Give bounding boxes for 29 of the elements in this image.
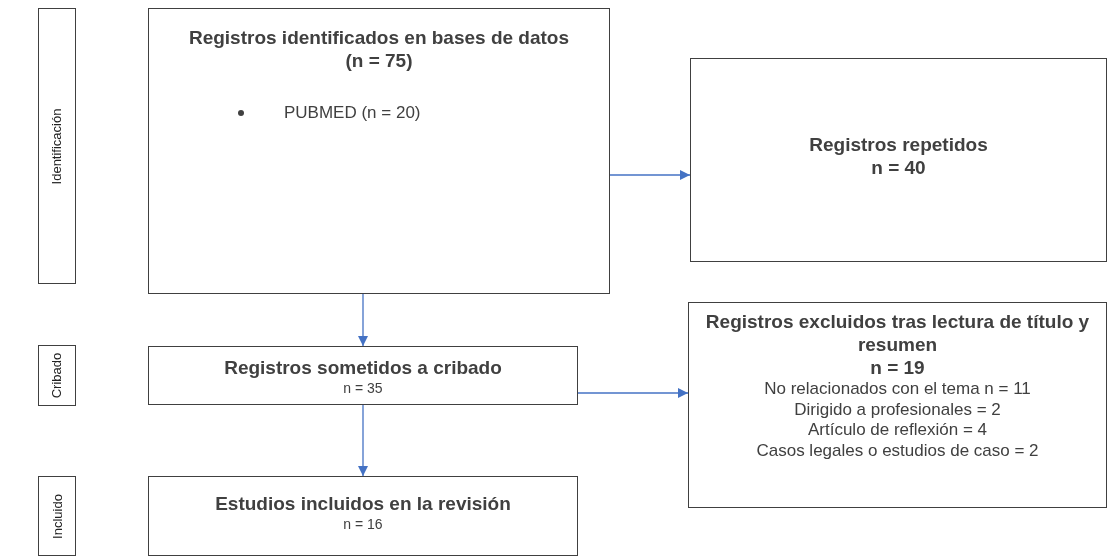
stage-label: Incluido bbox=[49, 493, 65, 539]
box-heading: Registros identificados en bases de datos bbox=[188, 27, 570, 50]
box-heading: Estudios incluidos en la revisión bbox=[215, 493, 511, 516]
process-box bbox=[688, 302, 1107, 508]
process-box bbox=[148, 346, 578, 405]
process-box bbox=[148, 8, 610, 294]
arrow bbox=[358, 293, 368, 347]
box-text: n = 16 bbox=[343, 515, 383, 533]
arrow bbox=[358, 404, 368, 477]
stage-label: Identificación bbox=[49, 108, 65, 184]
box-heading: (n = 75) bbox=[345, 49, 413, 73]
process-box bbox=[690, 58, 1107, 262]
box-text: Artículo de reflexión = 4 bbox=[807, 420, 988, 441]
box-text: n = 35 bbox=[343, 379, 383, 397]
box-text: Casos legales o estudios de caso = 2 bbox=[756, 440, 1039, 461]
arrow bbox=[609, 170, 691, 180]
box-text: No relacionados con el tema n = 11 bbox=[764, 379, 1031, 400]
box-text: Dirigido a profesionales = 2 bbox=[794, 399, 1001, 421]
process-box bbox=[148, 476, 578, 556]
arrow bbox=[577, 388, 689, 398]
stage-label-box bbox=[38, 345, 76, 406]
list-item: PUBMED (n = 20) bbox=[234, 102, 421, 123]
stage-label: Cribado bbox=[49, 352, 65, 399]
box-heading: n = 19 bbox=[870, 356, 925, 380]
stage-label-box bbox=[38, 8, 76, 284]
box-heading: Registros sometidos a cribado bbox=[224, 357, 502, 380]
stage-label-box bbox=[38, 476, 76, 556]
box-heading: n = 40 bbox=[871, 156, 926, 180]
box-heading: Registros repetidos bbox=[809, 134, 988, 157]
